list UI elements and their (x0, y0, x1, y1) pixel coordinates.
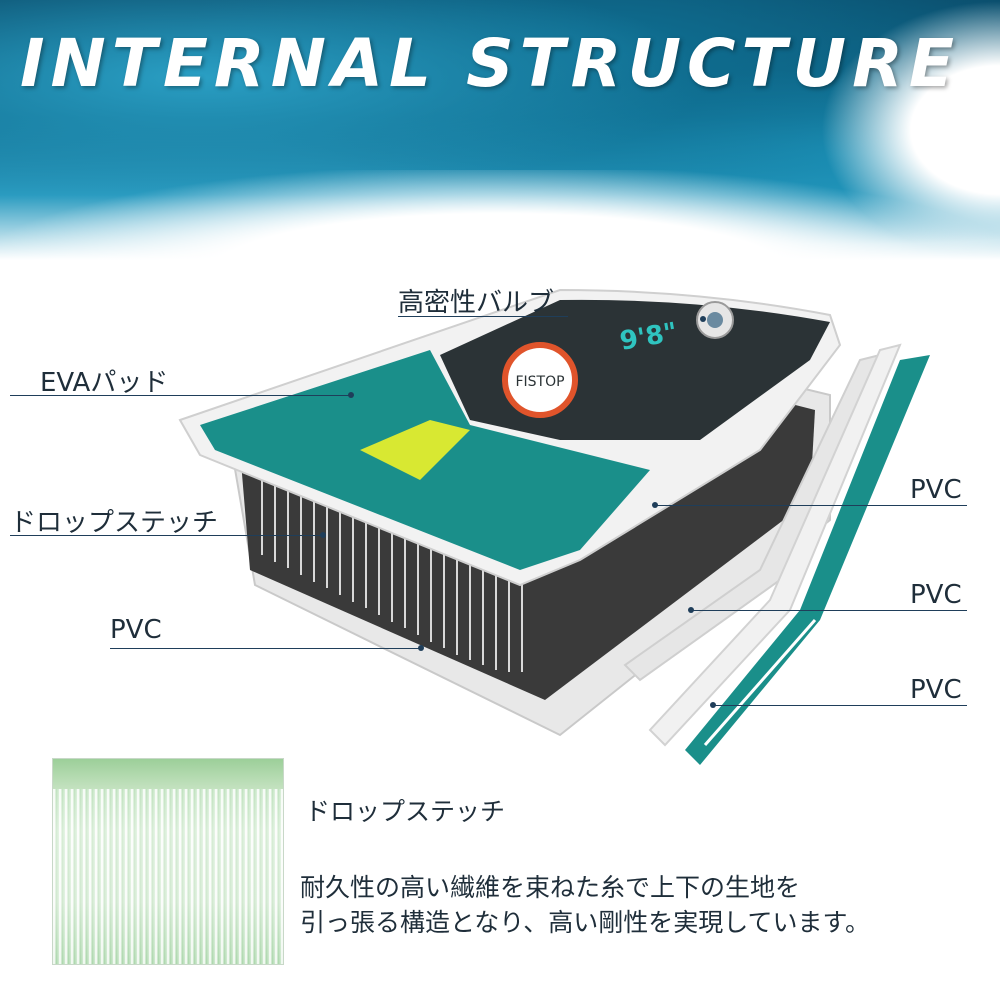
label-pvc-3-line (712, 705, 967, 706)
label-pvc-left: PVC (110, 615, 162, 645)
label-eva-dot (348, 392, 354, 398)
label-pvc-3-dot (710, 702, 716, 708)
label-pvc-3: PVC (910, 675, 962, 705)
brand-logo-circle (502, 342, 578, 418)
foam-overlay-right (820, 0, 1000, 260)
separated-pvc-layer-2 (648, 343, 902, 747)
valve-center-icon (707, 312, 723, 328)
ocean-header-banner: INTERNAL STRUCTURE (0, 0, 1000, 270)
label-drop-stitch-line (10, 535, 325, 536)
label-valve: 高密性バルブ (398, 288, 555, 318)
label-pvc-left-dot (418, 645, 424, 651)
label-pvc-2: PVC (910, 580, 962, 610)
label-pvc-1-line (655, 505, 967, 506)
label-valve-dot (700, 316, 706, 322)
label-drop-stitch-dot (320, 532, 326, 538)
label-pvc-1: PVC (910, 475, 962, 505)
label-pvc-left-line (110, 648, 420, 649)
label-eva-line (10, 395, 350, 396)
teal-stripes (703, 619, 827, 753)
label-pvc-1-dot (652, 502, 658, 508)
label-valve-line (398, 316, 568, 317)
lime-stripe (360, 420, 470, 480)
description-line-2: 引っ張る構造となり、高い剛性を実現しています。 (300, 908, 871, 937)
description-heading: ドロップステッチ (305, 797, 506, 826)
label-pvc-2-dot (688, 607, 694, 613)
page-title: INTERNAL STRUCTURE (20, 25, 960, 102)
separated-pvc-layer-3 (685, 355, 930, 765)
drop-stitch-photo (52, 758, 284, 965)
label-drop-stitch: ドロップステッチ (10, 508, 219, 538)
description-line-1: 耐久性の高い繊維を束ねた糸で上下の生地を (300, 873, 801, 902)
label-pvc-2-line (690, 610, 967, 611)
drop-stitch-photo-top (53, 759, 283, 789)
brand-logo-text: FISTOP (515, 374, 564, 390)
label-eva: EVAパッド (40, 368, 169, 398)
